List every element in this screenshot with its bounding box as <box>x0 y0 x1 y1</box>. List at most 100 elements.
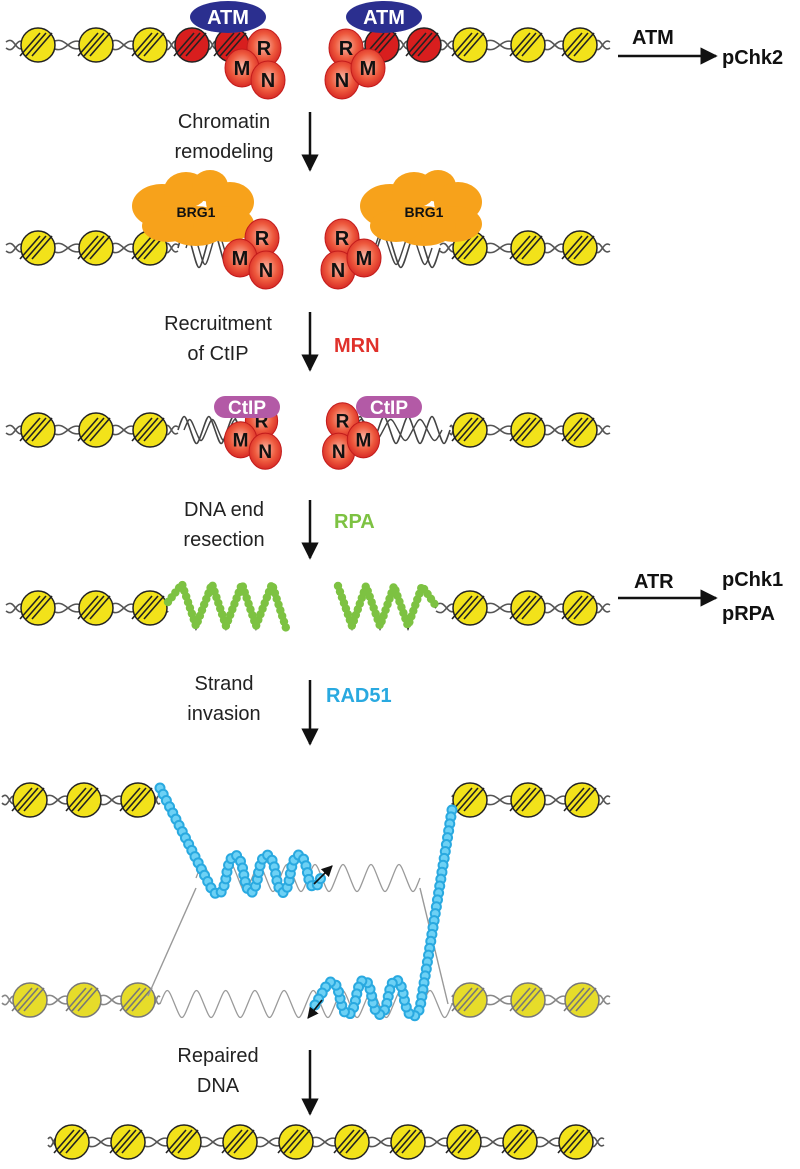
rpa-bead <box>281 623 291 632</box>
dna-wrap <box>573 235 595 260</box>
dna-wrap <box>575 787 597 812</box>
dna-wrap <box>83 595 105 620</box>
dna-wrap <box>463 417 485 442</box>
dna-right <box>345 227 611 269</box>
nucleosome <box>562 230 598 266</box>
dna-wrap <box>25 235 47 260</box>
dna-wrap <box>515 595 537 620</box>
nucleosome <box>110 1124 146 1160</box>
mrn-label: MRN <box>334 335 380 357</box>
dna-wrap <box>557 1129 579 1154</box>
brg1-label: BRG1 <box>177 204 216 220</box>
dna-wrap <box>109 1129 131 1154</box>
dna-wrap <box>121 1129 143 1154</box>
dna-wrap <box>165 1129 187 1154</box>
dna-wrap <box>457 32 479 57</box>
nucleosome <box>20 27 56 63</box>
dna-wrap <box>83 235 105 260</box>
step-label-line1: Repaired <box>177 1045 258 1067</box>
dna-wrap <box>411 32 433 57</box>
mrn-subunit-label: N <box>261 70 275 92</box>
dna-wrap <box>283 1129 305 1154</box>
dna-wrap <box>11 987 33 1012</box>
nucleosome <box>452 27 488 63</box>
dna-wrap <box>569 787 591 812</box>
nucleosome <box>78 27 114 63</box>
dna-wrap <box>19 417 41 442</box>
dna-wrap <box>25 32 47 57</box>
nucleosome <box>564 782 600 818</box>
dna-wrap <box>83 32 105 57</box>
dna-wrap <box>115 1129 137 1154</box>
mrn-subunit-label: R <box>255 228 270 250</box>
dna-wrap <box>463 32 485 57</box>
atr-kinase-label: ATR <box>634 571 674 593</box>
dna-wrap <box>31 595 53 620</box>
dna-wrap <box>451 987 473 1012</box>
brg1-right: BRG1 <box>360 170 482 246</box>
dna-wrap <box>23 987 45 1012</box>
atm-right: ATM <box>346 1 422 33</box>
dna-wrap <box>131 787 153 812</box>
nucleosome <box>54 1124 90 1160</box>
dna-wrap <box>515 417 537 442</box>
dna-wrap <box>25 417 47 442</box>
step-resection: DNA end resection RPA <box>183 499 375 560</box>
mrn-subunit-label: R <box>339 38 354 60</box>
mrn-subunit-label: N <box>335 70 349 92</box>
mrn-complex-right: RNM <box>322 402 381 470</box>
dna-wrap <box>457 1129 479 1154</box>
nucleosome <box>406 27 442 63</box>
nucleosome <box>20 412 56 448</box>
dna-wrap <box>515 787 537 812</box>
dna-wrap <box>221 1129 243 1154</box>
dna-wrap <box>457 787 479 812</box>
dna-wrap <box>125 987 147 1012</box>
dna-wrap <box>521 32 543 57</box>
nucleosome <box>510 230 546 266</box>
nucleosome <box>12 982 48 1018</box>
dna-wrap <box>59 1129 81 1154</box>
prpa-label: pRPA <box>722 603 775 625</box>
step-recruitment: Recruitment of CtIP MRN <box>164 312 380 372</box>
dna-wrap <box>77 32 99 57</box>
dna-wrap <box>451 417 473 442</box>
ctip-label: CtIP <box>370 398 408 419</box>
dna-wrap <box>19 235 41 260</box>
dna-wrap <box>23 787 45 812</box>
dna-wrap <box>131 32 153 57</box>
dna-wrap <box>19 32 41 57</box>
dna-wrap <box>509 595 531 620</box>
dna-wrap <box>563 787 585 812</box>
dna-wrap <box>463 987 485 1012</box>
step-label-line1: DNA end <box>184 499 264 521</box>
dna-wrap <box>445 1129 467 1154</box>
dna-wrap <box>567 595 589 620</box>
nucleosome <box>78 590 114 626</box>
dna-wrap <box>521 787 543 812</box>
step-label-line2: of CtIP <box>187 343 248 365</box>
mrn-complex-left: RMN <box>224 28 286 100</box>
nucleosome <box>66 782 102 818</box>
rpa-label: RPA <box>334 511 375 533</box>
dna-wrap <box>65 1129 87 1154</box>
ctip-pill <box>214 396 280 418</box>
dna-right <box>351 27 611 63</box>
nucleosome <box>278 1124 314 1160</box>
dna-wrap <box>451 32 473 57</box>
dna-wrap <box>567 235 589 260</box>
step-label-line1: Strand <box>195 673 254 695</box>
atm-label: ATM <box>363 7 405 29</box>
dna-wrap <box>457 595 479 620</box>
dna-wrap <box>17 787 39 812</box>
dna-wrap <box>509 235 531 260</box>
mrn-subunit-m <box>346 238 382 278</box>
dna-wrap <box>143 595 165 620</box>
dna-wrap <box>219 32 241 57</box>
dna-wrap <box>53 1129 75 1154</box>
nucleosome <box>120 982 156 1018</box>
nucleosome <box>20 590 56 626</box>
step-label-line2: resection <box>183 529 264 551</box>
dna-wrap <box>563 987 585 1012</box>
